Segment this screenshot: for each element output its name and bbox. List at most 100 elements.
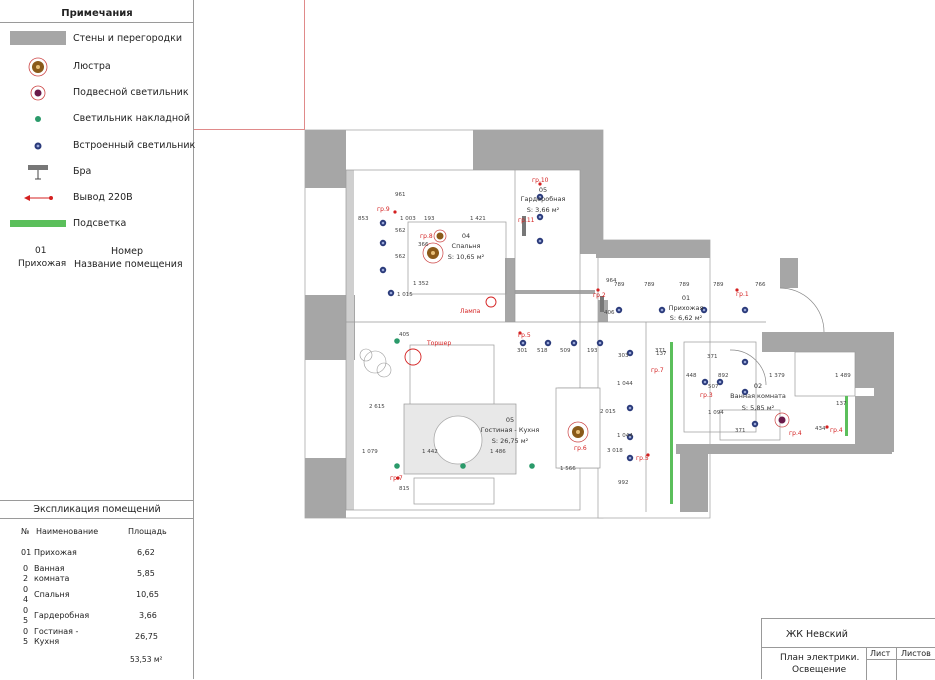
dimension-labels: 853 1 003 193 1 421 961 562 366 562 1 01… (358, 192, 851, 492)
outlet-220v-icon (393, 210, 397, 214)
recessed-light-icon (570, 339, 578, 347)
legend-item-surface: Светильник накладной (0, 109, 194, 129)
dimension: 1 079 (362, 449, 378, 455)
wall-swatch-icon (10, 29, 66, 49)
recessed-light-icon (626, 433, 634, 441)
recessed-light-icon (741, 358, 749, 366)
dimension: 961 (395, 192, 406, 198)
recessed-light-icon (658, 306, 666, 314)
recessed-light-icon (379, 219, 387, 227)
legend-item-walls: Стены и перегородки (0, 29, 194, 49)
dimension: 371 (707, 354, 718, 360)
recessed-light-icon (387, 289, 395, 297)
dimension: 303 (618, 353, 629, 359)
row-no: 0 5 (23, 606, 29, 625)
recessed-light-icon (741, 306, 749, 314)
group-labels: гр.1 гр.2 гр.3 гр.4 гр.5 гр.6 гр.7 гр.8 … (377, 177, 843, 482)
dimension: 1 044 (617, 433, 633, 439)
outlet-220v-icon (538, 182, 542, 186)
surface-light-icon (10, 109, 66, 129)
outlet-220v-icon (825, 425, 829, 429)
group-label: гр.2 (593, 292, 606, 299)
dimension: 406 (604, 310, 615, 316)
dimension: 992 (618, 480, 629, 486)
recessed-light-icon (741, 388, 749, 396)
room-area: S: 6,62 м² (670, 314, 703, 322)
sconce-icon (600, 296, 604, 312)
group-label: гр.4 (789, 430, 802, 437)
callout-lamp: Лампа (460, 308, 481, 315)
chandelier-icon (567, 421, 589, 443)
backlight-strip-living (670, 342, 673, 504)
recessed-light-icon (626, 349, 634, 357)
dimension: 562 (395, 254, 406, 260)
explication-title: Экспликация помещений (33, 504, 161, 515)
dimension: 507 (708, 384, 719, 390)
room-key-number: 01 (35, 246, 47, 256)
row-no: 0 2 (23, 564, 29, 583)
backlight-strip-icon (10, 214, 66, 234)
group-label: гр.5 (636, 455, 649, 462)
dimension: 964 (606, 278, 617, 284)
group-label: гр.8 (420, 233, 433, 240)
dimension: 518 (537, 348, 548, 354)
recessed-light-icon (751, 420, 759, 428)
recessed-light-icon (626, 454, 634, 462)
legend-item-pendant: Подвесной светильник (0, 83, 194, 103)
group-label: гр.3 (700, 392, 713, 399)
callout-torcher: Торшер (426, 340, 451, 347)
explication-total: 53,53 м² (130, 655, 163, 664)
surface-light-icon (394, 338, 400, 344)
outlet-220v-icon (646, 453, 650, 457)
group-label: гр.11 (518, 217, 535, 224)
dimension: 789 (713, 282, 724, 288)
dimension: 853 (358, 216, 369, 222)
room-number: 05 (506, 416, 514, 424)
explication-col-no: № (21, 527, 30, 536)
room-name: Прихожая (669, 304, 704, 312)
room-name: Ванная комната (730, 392, 786, 400)
dimension: 562 (395, 228, 406, 234)
legend-label: Встроенный светильник (73, 140, 196, 151)
surface-lights (394, 338, 535, 469)
dimension: 789 (614, 282, 625, 288)
legend-panel: Примечания Стены и перегородки Люстра По… (0, 0, 196, 679)
dimension: 3 018 (607, 448, 623, 454)
torcher-icon (404, 348, 422, 366)
pendant-lamp-icon (10, 83, 66, 103)
group-label: гр.6 (574, 445, 587, 452)
row-no: 0 5 (23, 627, 29, 646)
sheet-count-label: Листов (901, 649, 931, 658)
chandelier-icon (433, 229, 447, 243)
dimension: 434 (815, 426, 826, 432)
outlet-220v-icon (735, 288, 739, 292)
outlet-220v-icon (518, 331, 522, 335)
dimension: 448 (686, 373, 697, 379)
row-area: 26,75 (135, 632, 158, 641)
recessed-light-icon (379, 239, 387, 247)
room-area: S: 3,66 м² (527, 206, 560, 214)
row-no: 01 (21, 548, 32, 557)
dimension: 1 015 (397, 292, 413, 298)
dimension: 193 (424, 216, 435, 222)
project-name: ЖК Невский (786, 629, 848, 640)
outlets-220v (393, 182, 829, 480)
legend-item-sconce: Бра (0, 162, 194, 182)
room-key-name-example: Прихожая (18, 259, 67, 269)
surface-light-icon (460, 463, 466, 469)
recessed-light-icon (701, 378, 709, 386)
row-area: 10,65 (136, 590, 159, 599)
dimension: 509 (560, 348, 571, 354)
backlight-strip-bath (845, 396, 848, 436)
legend-item-backlight: Подсветка (0, 214, 194, 234)
row-name: Гостиная - Кухня (34, 627, 79, 646)
dimension: 137 (656, 351, 667, 357)
room-labels: 04 Спальня S: 10,65 м² 05 Гардеробная S:… (448, 186, 786, 445)
row-area: 3,66 (139, 611, 157, 620)
dimension: 366 (418, 242, 429, 248)
chandelier-icon (10, 57, 66, 77)
recessed-light-icon (536, 213, 544, 221)
room-area: S: 10,65 м² (448, 253, 485, 261)
room-number: 02 (754, 382, 762, 390)
